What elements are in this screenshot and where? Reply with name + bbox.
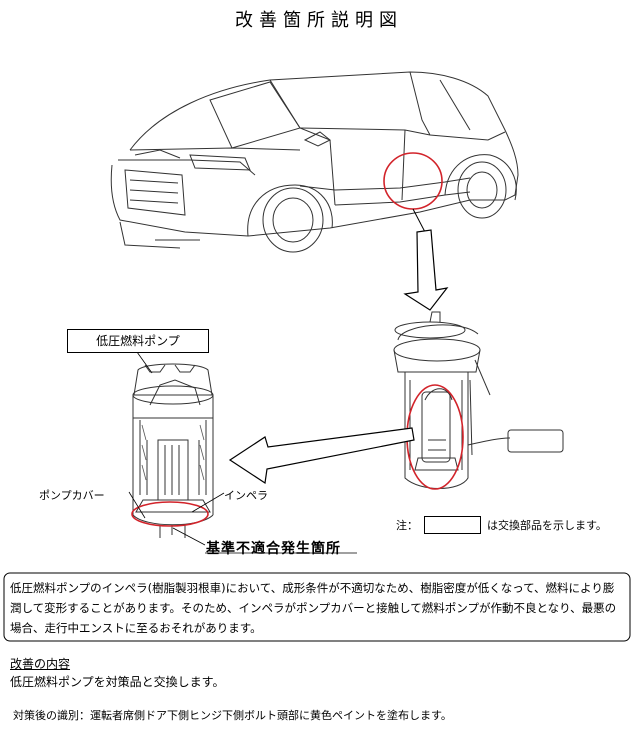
page-title: 改善箇所説明図 bbox=[235, 10, 403, 31]
car-drawing bbox=[110, 71, 519, 253]
note-suffix: は交換部品を示します。 bbox=[487, 519, 607, 532]
pump-module-drawing bbox=[393, 311, 564, 489]
pump-hatching bbox=[141, 424, 205, 481]
defect-description: 低圧燃料ポンプのインペラ(樹脂製羽根車)において、成形条件が不適切なため、樹脂密… bbox=[10, 581, 617, 635]
note-prefix: 注： bbox=[396, 519, 418, 532]
identification-text: 対策後の識別：運転者席側ドア下側ヒンジ下側ボルト頭部に黄色ペイントを塗布します。 bbox=[13, 709, 452, 722]
impeller-highlight-circle bbox=[131, 501, 209, 527]
fuel-pump-drawing bbox=[132, 363, 214, 538]
left-arrow bbox=[228, 427, 415, 485]
impeller-label: インペラ bbox=[224, 489, 268, 502]
pump-label: 低圧燃料ポンプ bbox=[67, 329, 209, 353]
description-box bbox=[3, 572, 631, 642]
replacement-note: 注： は交換部品を示します。 bbox=[396, 516, 607, 534]
improvement-text: 低圧燃料ポンプを対策品と交換します。 bbox=[10, 675, 225, 689]
defect-location-label: 基準不適合発生箇所 bbox=[206, 541, 341, 557]
down-arrow bbox=[403, 229, 449, 311]
car-highlight-circle bbox=[383, 152, 443, 210]
replacement-part-legend-box bbox=[424, 516, 481, 534]
pump-module-highlight-circle bbox=[406, 384, 464, 490]
pump-cover-label: ポンプカバー bbox=[39, 489, 105, 502]
improvement-heading: 改善の内容 bbox=[10, 657, 71, 671]
